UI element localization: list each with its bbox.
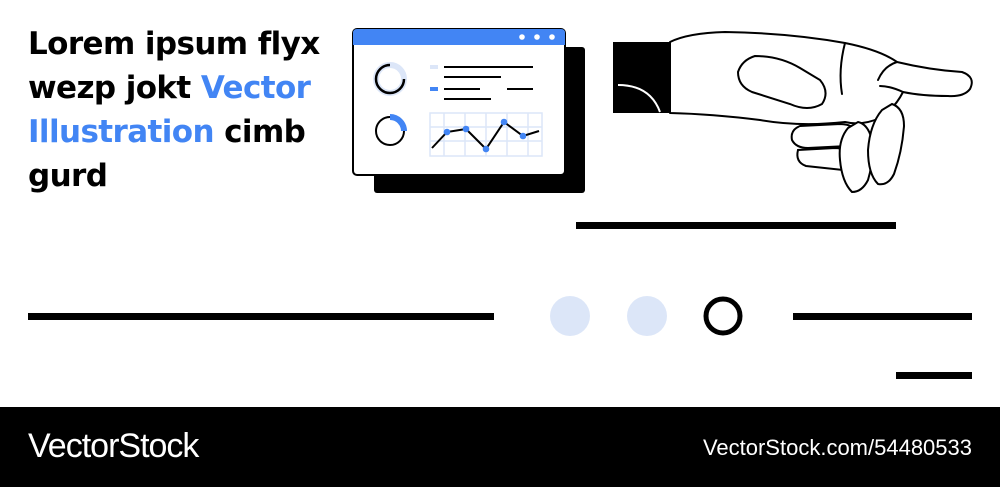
footer-bar: VectorStock VectorStock.com/54480533 xyxy=(0,407,1000,487)
ring-chart-arc xyxy=(389,114,407,132)
hand-cuff xyxy=(613,42,670,113)
text-lines xyxy=(444,66,533,100)
hand-thumb xyxy=(866,102,906,186)
window-dot xyxy=(549,34,555,40)
legend-marker xyxy=(430,87,438,91)
window-titlebar xyxy=(353,29,565,45)
headline-text: Lorem ipsum flyx wezp jokt xyxy=(28,26,320,106)
headline-accent: Vector Illustration xyxy=(28,70,311,150)
divider-line xyxy=(896,372,972,379)
stock-id-text: VectorStock.com/54480533 xyxy=(702,435,972,460)
legend-marker xyxy=(430,65,438,69)
divider-line xyxy=(28,313,494,320)
headline-text-end: cimb gurd xyxy=(28,114,306,194)
hand-palm xyxy=(669,31,973,126)
carousel-dot-active[interactable] xyxy=(703,296,743,336)
line-chart-points xyxy=(443,118,527,153)
hand-knuckles xyxy=(839,42,904,95)
robot-hand-icon xyxy=(613,31,973,194)
carousel-dot[interactable] xyxy=(550,296,590,336)
window-dot xyxy=(519,34,525,40)
headline: Lorem ipsum flyx wezp jokt Vector Illust… xyxy=(28,22,328,198)
carousel-dots xyxy=(550,296,743,336)
window-frame xyxy=(352,28,566,176)
divider-line xyxy=(793,313,972,320)
divider-line xyxy=(576,222,896,229)
ring-chart-arc xyxy=(374,63,406,95)
dashboard-window-icon xyxy=(352,28,585,193)
illustration xyxy=(28,28,973,379)
window-dot xyxy=(534,34,540,40)
hand-finger xyxy=(736,54,827,109)
brand-logo: VectorStock xyxy=(28,427,199,465)
carousel-dot[interactable] xyxy=(627,296,667,336)
cuff-arc xyxy=(617,84,661,113)
